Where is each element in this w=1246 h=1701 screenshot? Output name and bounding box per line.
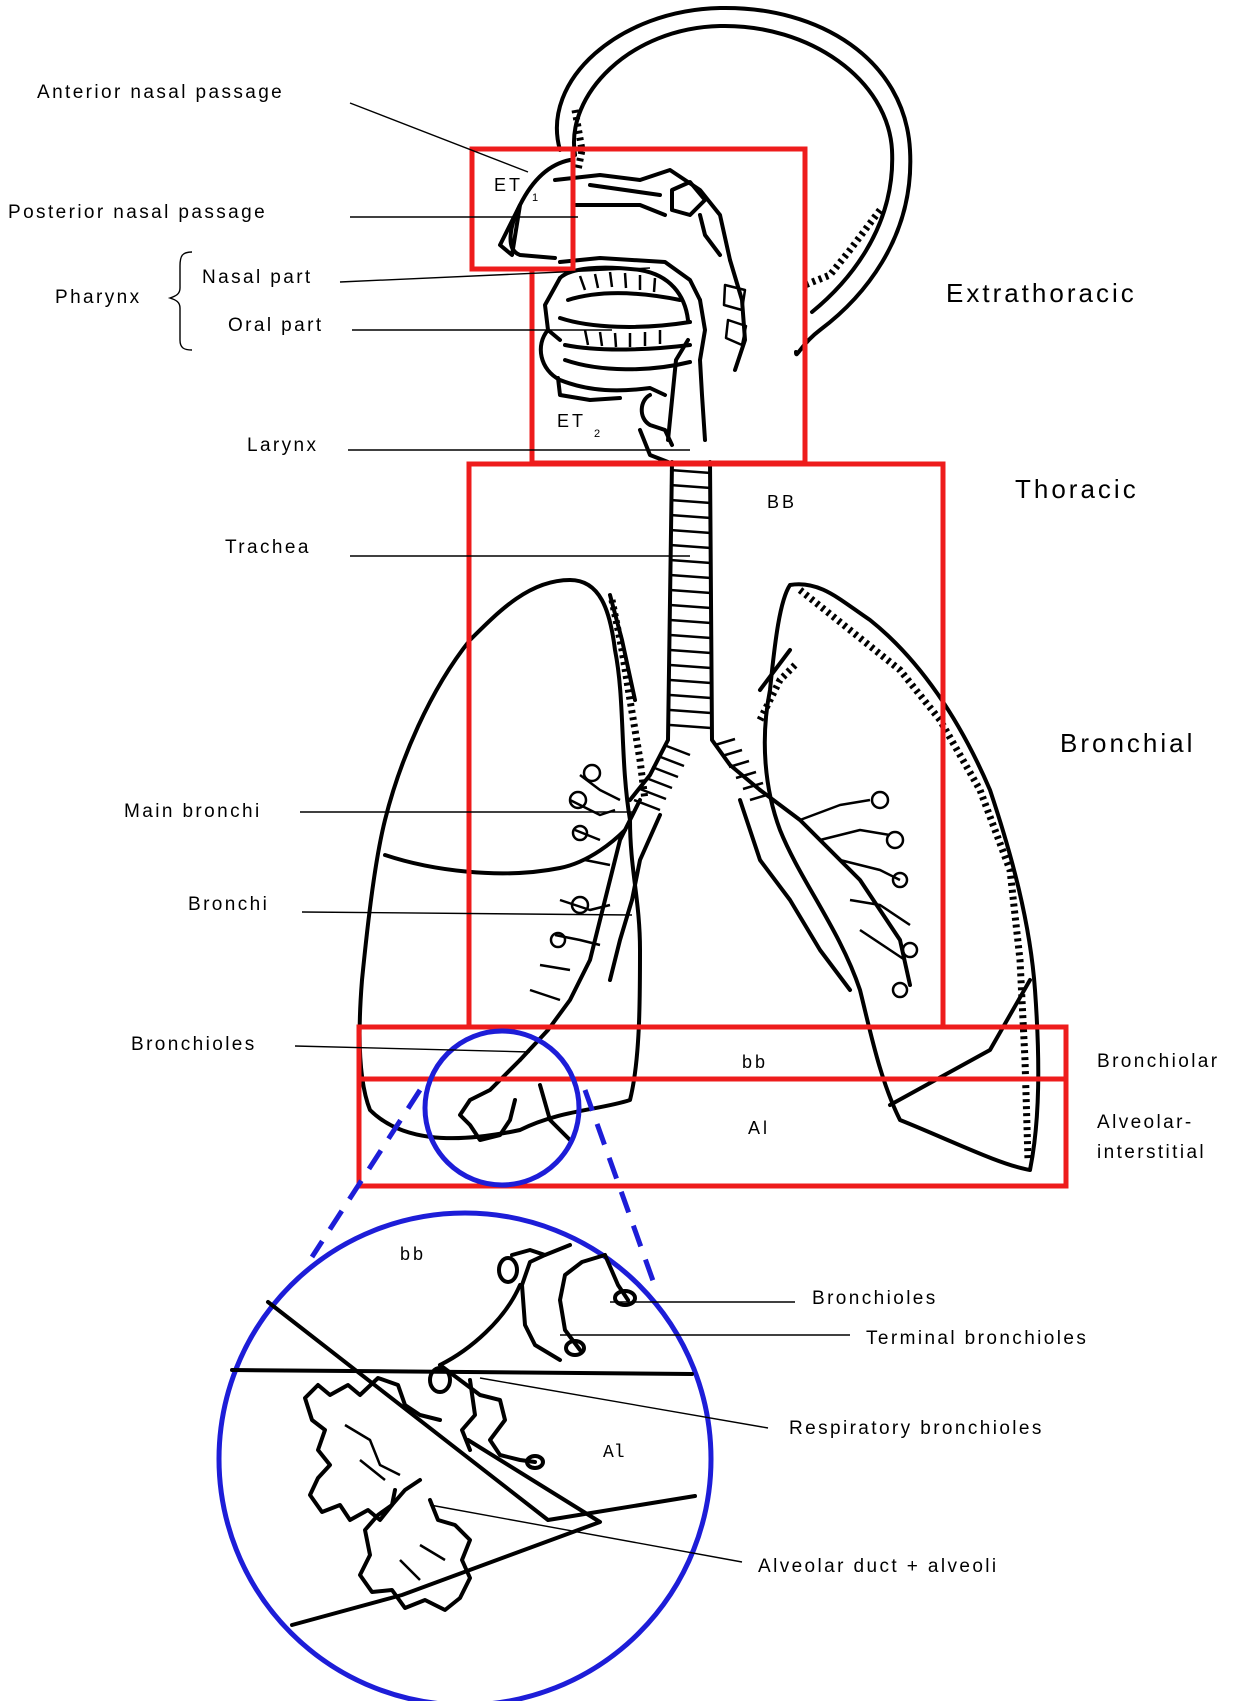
label-nasal-part: Nasal part: [202, 267, 313, 288]
region-alveolar-line1: Alveolar-: [1097, 1112, 1194, 1133]
labels: Anterior nasal passage Posterior nasal p…: [8, 82, 1220, 1577]
box-label-bb-lower: bb: [742, 1052, 768, 1072]
label-pharynx: Pharynx: [55, 287, 142, 308]
label-bronchi: Bronchi: [188, 894, 269, 915]
magnifier-dashed-right: [585, 1090, 657, 1292]
region-extrathoracic: Extrathoracic: [946, 278, 1137, 308]
inset-label-terminal-bronchioles: Terminal bronchioles: [866, 1328, 1088, 1349]
inset-label-respiratory-bronchioles: Respiratory bronchioles: [789, 1418, 1044, 1439]
inset-label-bb: bb: [400, 1244, 426, 1264]
box-label-et2: ET: [557, 411, 586, 431]
magnifier-small-circle: [425, 1031, 579, 1185]
box-label-et2-sub: 2: [594, 428, 600, 440]
et1-box: [472, 149, 573, 269]
inset-label-bronchioles: Bronchioles: [812, 1288, 938, 1309]
label-trachea: Trachea: [225, 537, 311, 558]
region-alveolar-line2: interstitial: [1097, 1142, 1206, 1163]
magnifier: [219, 1031, 711, 1701]
label-bronchioles: Bronchioles: [131, 1034, 257, 1055]
inset-label-alveolar-duct: Alveolar duct + alveoli: [758, 1556, 999, 1577]
box-label-bb-upper: BB: [767, 492, 797, 512]
box-label-al: Al: [748, 1118, 770, 1138]
box-label-et1: ET: [494, 175, 523, 195]
box-label-et1-sub: 1: [532, 192, 538, 204]
alveolar-box: [359, 1079, 1066, 1186]
label-oral-part: Oral part: [228, 315, 324, 336]
label-anterior-nasal-passage: Anterior nasal passage: [37, 82, 284, 103]
label-posterior-nasal-passage: Posterior nasal passage: [8, 202, 267, 223]
bronchiolar-box: [359, 1027, 1066, 1079]
label-main-bronchi: Main bronchi: [124, 801, 262, 822]
region-bronchiolar: Bronchiolar: [1097, 1051, 1220, 1072]
label-larynx: Larynx: [247, 435, 318, 456]
inset-label-al: Al: [603, 1443, 625, 1463]
trachea-drawing: [630, 462, 770, 810]
region-thoracic: Thoracic: [1015, 474, 1139, 504]
region-bronchial: Bronchial: [1060, 728, 1195, 758]
head-outline: [500, 8, 910, 462]
